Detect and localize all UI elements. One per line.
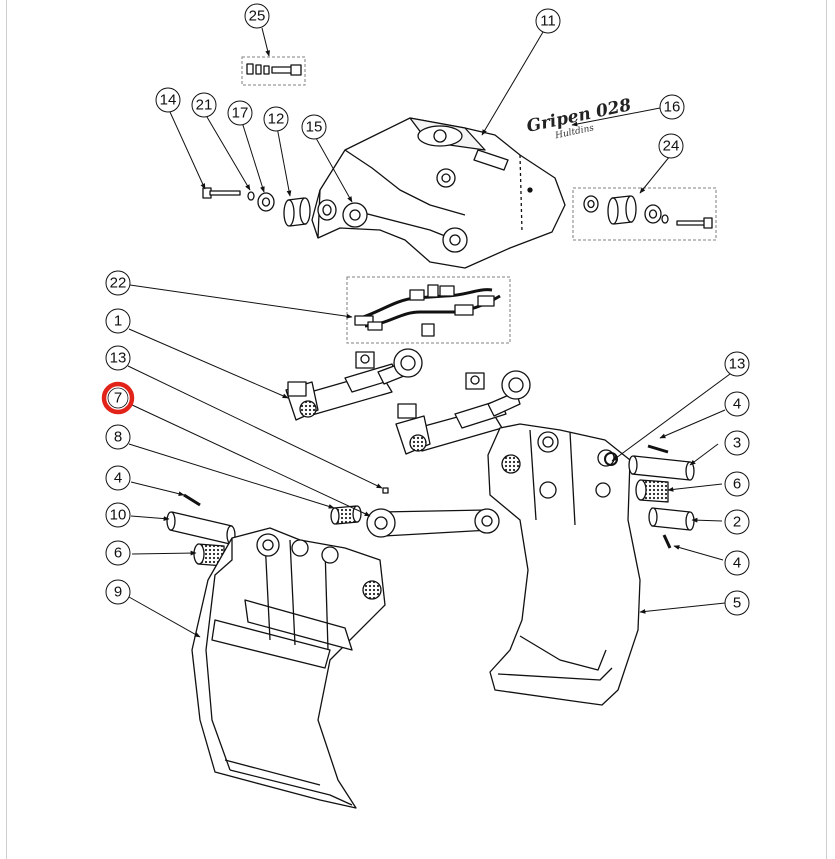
bushing-8-drawing	[330, 505, 362, 525]
callout-14-label: 14	[160, 92, 177, 109]
drawing	[166, 56, 717, 809]
callout-4-upper-right[interactable]: 4	[724, 391, 750, 417]
bolt-kit-25-drawing	[241, 56, 306, 86]
bearing-kit-24-drawing	[572, 187, 717, 241]
callout-6-left-label: 6	[114, 545, 122, 562]
bolt-14-drawing	[202, 187, 241, 199]
pin-4-upper-right-drawing	[647, 444, 669, 454]
sleeve-12-drawing	[283, 197, 311, 227]
callouts: 25 11 14 21 17 12 15 16 24 22 1 13 7 8 4…	[101, 3, 750, 616]
callout-14[interactable]: 14	[155, 87, 181, 113]
callout-13-left-label: 13	[110, 350, 127, 367]
callout-16[interactable]: 16	[659, 94, 685, 120]
pin-ring-15-drawing	[317, 199, 337, 221]
hose-kit-22-drawing	[346, 276, 511, 344]
callout-3[interactable]: 3	[724, 430, 750, 456]
callout-6-left[interactable]: 6	[105, 540, 131, 566]
link-rod-7-drawing	[366, 508, 500, 538]
shaft-10-drawing	[166, 511, 236, 545]
callout-8[interactable]: 8	[105, 424, 131, 450]
callout-9[interactable]: 9	[105, 579, 131, 605]
callout-5[interactable]: 5	[724, 590, 750, 616]
callout-2-label: 2	[733, 514, 741, 531]
cylinder-second-drawing	[395, 370, 531, 455]
callout-25-label: 25	[249, 8, 266, 25]
callout-16-label: 16	[664, 99, 681, 116]
callout-13-right[interactable]: 13	[724, 351, 750, 377]
callout-4-lower-right[interactable]: 4	[724, 550, 750, 576]
callout-13-right-label: 13	[729, 356, 746, 373]
callout-22-label: 22	[110, 275, 127, 292]
callout-12-label: 12	[268, 111, 285, 128]
washer-21-drawing	[247, 191, 255, 201]
callout-4-left[interactable]: 4	[105, 465, 131, 491]
callout-6-right[interactable]: 6	[724, 471, 750, 497]
shaft-2-drawing	[648, 507, 695, 531]
callout-11[interactable]: 11	[535, 8, 561, 34]
callout-2[interactable]: 2	[724, 509, 750, 535]
callout-22[interactable]: 22	[105, 270, 131, 296]
callout-9-label: 9	[114, 584, 122, 601]
grease-nipple-13-drawing	[382, 487, 389, 494]
callout-17-label: 17	[232, 105, 249, 122]
callout-25[interactable]: 25	[244, 3, 270, 29]
callout-11-label: 11	[540, 13, 556, 30]
brand-decal-16: Gripen 028 Hultdins	[525, 95, 633, 141]
callout-1[interactable]: 1	[105, 308, 131, 334]
pin-4-lower-right-drawing	[662, 534, 672, 549]
bushing-6-left-drawing	[193, 543, 225, 567]
callout-15[interactable]: 15	[301, 114, 327, 140]
page-border-left	[6, 0, 7, 859]
leader-lines	[127, 27, 731, 638]
callout-24-label: 24	[663, 138, 680, 155]
pin-4-left-drawing	[183, 493, 201, 507]
callout-7-label: 7	[114, 390, 122, 407]
callout-24[interactable]: 24	[658, 133, 684, 159]
callout-21-label: 21	[196, 97, 213, 114]
callout-7-highlighted[interactable]: 7	[101, 381, 135, 415]
callout-6-right-label: 6	[733, 476, 741, 493]
page-border-right	[826, 0, 827, 859]
callout-8-label: 8	[114, 429, 122, 446]
jaw-9-drawing	[191, 527, 386, 809]
frame-11-drawing	[311, 117, 566, 269]
callout-12[interactable]: 12	[263, 106, 289, 132]
callout-4-left-label: 4	[114, 470, 122, 487]
jaw-5-drawing	[487, 423, 641, 706]
callout-4-upper-right-label: 4	[733, 396, 741, 413]
callout-1-label: 1	[114, 313, 122, 330]
callout-13-left[interactable]: 13	[105, 345, 131, 371]
cylinder-1-drawing	[285, 348, 423, 421]
callout-17[interactable]: 17	[227, 100, 253, 126]
callout-15-label: 15	[306, 119, 323, 136]
callout-10[interactable]: 10	[105, 502, 131, 528]
callout-21[interactable]: 21	[191, 92, 217, 118]
bushing-17-drawing	[257, 192, 275, 212]
callout-10-label: 10	[110, 507, 127, 524]
callout-5-label: 5	[733, 595, 741, 612]
callout-3-label: 3	[733, 435, 741, 452]
callout-4-lower-right-label: 4	[733, 555, 741, 572]
shaft-3-drawing	[628, 455, 695, 481]
bushing-6-right-drawing	[635, 479, 669, 503]
